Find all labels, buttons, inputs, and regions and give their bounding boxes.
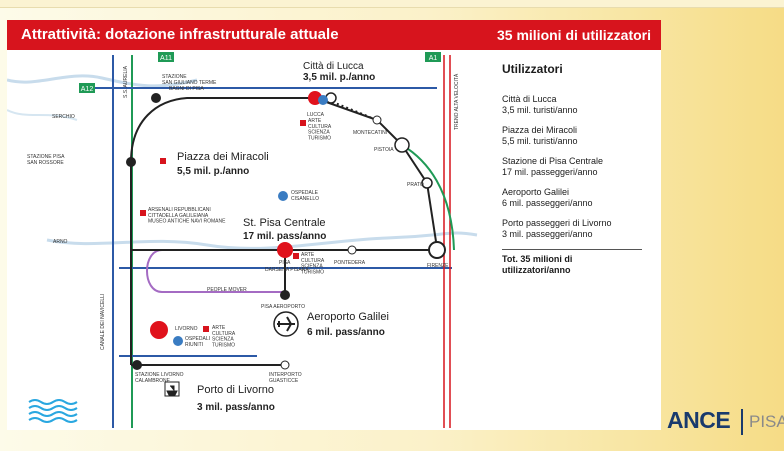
poi-marker [203,326,209,332]
label-firenze: FIRENZE [427,263,449,269]
porto-value: 3 mil. pass/anno [197,402,275,413]
river-serchio [7,74,198,88]
aeroporto-title: Aeroporto Galilei [307,311,389,323]
legend-entry-name: Piazza dei Miracoli [502,125,578,135]
label-pisa: PISA [279,260,291,266]
miracoli-value: 5,5 mil. p./anno [177,166,249,177]
label-aurelia: S.S. AURELIA [123,65,129,98]
station-aeroporto [280,290,290,300]
legend-entry: Porto passeggeri di Livorno 3 mil. passe… [502,218,642,240]
legend-entry-value: 3,5 mil. turisti/anno [502,105,578,115]
sea-waves-icon [28,399,78,423]
total-users: 35 milioni di utilizzatori [496,27,651,43]
label-lucca: LUCCA [307,112,325,118]
ance-logo: ANCE [667,407,731,433]
badge-a11-label: A11 [160,55,172,62]
legend-entry-name: Porto passeggeri di Livorno [502,218,612,228]
ship-icon [164,381,180,397]
title-banner: Attrattività: dotazione infrastrutturale… [7,20,661,50]
legend-entry-name: Aeroporto Galilei [502,187,570,197]
legend-heading: Utilizzatori [502,62,563,76]
label-livorno: LIVORNO [175,326,198,332]
legend-entry-name: Città di Lucca [502,94,557,104]
brand-divider [741,409,743,435]
legend-entry-value: 5,5 mil. turisti/anno [502,136,578,146]
station-pisa-centrale [277,242,293,258]
legend-panel: Utilizzatori Città di Lucca 3,5 mil. tur… [502,62,642,276]
airplane-icon [273,311,299,337]
label-serchio: SERCHIO [52,114,75,120]
label-pontedera: PONTEDERA [334,260,366,266]
river-left [7,109,78,121]
station-pontedera [347,245,357,255]
badge-a1-label: A1 [429,55,438,62]
label-treno-av: TRENO ALTA VELOCITÀ [453,73,460,130]
infrastructure-map: A12 A11 A1 Città di Lucca 3,5 mil. p./an… [7,52,478,428]
centrale-title: St. Pisa Centrale [243,217,326,229]
station-interporto [280,360,290,370]
legend-entry-name: Stazione di Pisa Centrale [502,156,604,166]
poi-marker [293,253,299,259]
label-canale: CANALE DEI NAVICELLI [100,294,106,350]
rail-green [401,144,455,251]
road-badge [79,83,95,93]
top-strip [0,0,784,8]
badge-a12-label: A12 [81,86,94,93]
station-san-giuliano [151,93,161,103]
label-montecatini: MONTECATINI [353,130,387,136]
label-pistoia: PISTOIA [374,147,394,153]
poi-marker [140,210,146,216]
legend-entry: Città di Lucca 3,5 mil. turisti/anno [502,94,642,116]
miracoli-title: Piazza dei Miracoli [177,151,269,163]
legend-total: Tot. 35 milioni di utilizzatori/anno [502,249,642,276]
station-prato [421,177,433,189]
label-bagni: BAGNI DI PISA [169,86,204,92]
label-people-mover: PEOPLE MOVER [207,287,247,293]
poi-marker [300,120,306,126]
label-darsena: DARSENA PISANA [265,267,309,273]
hospital-icon [318,95,328,105]
station-firenze [428,241,446,259]
hospital-icon [173,336,183,346]
legend-entry-value: 6 mil. passeggeri/anno [502,198,593,208]
station-san-rossore [126,157,136,167]
hospital-icon [278,191,288,201]
lucca-value: 3,5 mil. p./anno [303,72,375,83]
label-arno: ARNO [53,239,68,245]
centrale-value: 17 mil. pass/anno [243,231,326,242]
brand-city: PISA [749,412,784,431]
legend-entry-value: 17 mil. passeggeri/anno [502,167,598,177]
legend-entry: Stazione di Pisa Centrale 17 mil. passeg… [502,156,642,178]
station-calambrone [132,360,142,370]
aeroporto-value: 6 mil. pass/anno [307,327,385,338]
road-badge [158,52,174,62]
porto-title: Porto di Livorno [197,384,274,396]
road-badge [425,52,441,62]
station-montecatini [372,115,382,125]
poi-marker [160,158,166,164]
label-pisa-aeroporto: PISA AEROPORTO [261,304,305,310]
slide-title: Attrattività: dotazione infrastrutturale… [21,26,339,43]
lucca-title: Città di Lucca [303,61,364,72]
legend-entry: Aeroporto Galilei 6 mil. passeggeri/anno [502,187,642,209]
legend-entry-value: 3 mil. passeggeri/anno [502,229,593,239]
station-pistoia [394,137,410,153]
legend-entry: Piazza dei Miracoli 5,5 mil. turisti/ann… [502,125,642,147]
label-prato: PRATO [407,182,424,188]
station-livorno [150,321,168,339]
